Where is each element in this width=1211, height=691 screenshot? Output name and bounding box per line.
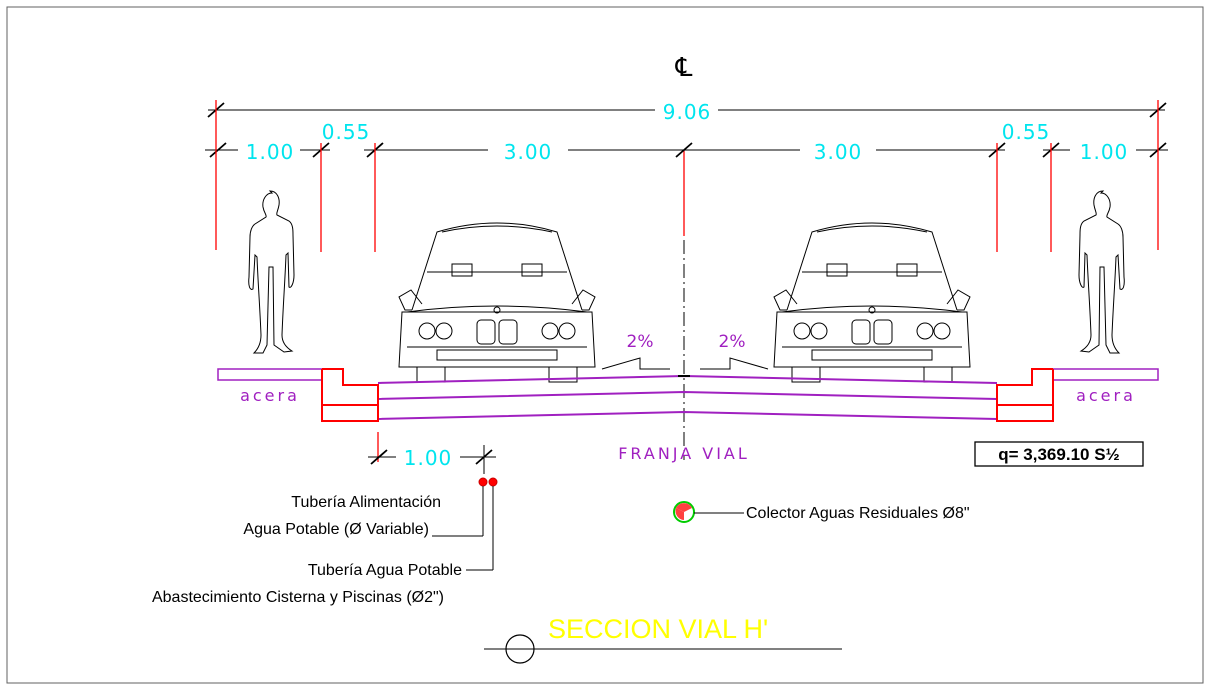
dim-left-lane: 3.00 bbox=[504, 140, 553, 164]
extension-lines bbox=[215, 100, 1159, 252]
overall-dimension bbox=[207, 102, 1167, 118]
person-icon bbox=[1078, 190, 1125, 354]
slope-right-label: 2% bbox=[719, 332, 746, 352]
person-icon bbox=[248, 190, 295, 354]
sidewalk-left bbox=[217, 368, 323, 381]
pipe1-note-line1: Tubería Alimentación bbox=[291, 494, 441, 511]
curb-left bbox=[321, 368, 379, 422]
dim-left-sidewalk: 1.00 bbox=[246, 140, 295, 164]
pipe1-note-line2: Agua Potable (Ø Variable) bbox=[243, 521, 429, 538]
slope-left-label: 2% bbox=[627, 332, 654, 352]
dimension-chain bbox=[205, 142, 1168, 158]
dim-left-curb: 0.55 bbox=[322, 120, 371, 144]
pavement-layers bbox=[377, 374, 998, 420]
curb-right bbox=[996, 368, 1054, 422]
section-title-block: SECCION VIAL H' bbox=[484, 614, 842, 664]
dim-right-lane: 3.00 bbox=[814, 140, 863, 164]
drawing-frame bbox=[6, 6, 1204, 684]
dim-right-sidewalk: 1.00 bbox=[1080, 140, 1129, 164]
sidewalk-right bbox=[1052, 368, 1159, 381]
sidewalk-right-label: acera bbox=[1076, 386, 1136, 405]
pipe-offset-dimension bbox=[368, 432, 496, 474]
pipe-offset-label: 1.00 bbox=[404, 446, 453, 470]
flow-formula: q= 3,369.10 S½ bbox=[998, 445, 1119, 464]
slope-arrows bbox=[601, 357, 769, 370]
car-icon bbox=[398, 222, 596, 383]
collector-note: Colector Aguas Residuales Ø8" bbox=[746, 505, 970, 522]
collector-pipe-icon bbox=[673, 501, 744, 523]
car-icon bbox=[773, 222, 971, 383]
flow-box bbox=[974, 441, 1144, 467]
dim-right-curb: 0.55 bbox=[1002, 120, 1051, 144]
overall-width-label: 9.06 bbox=[663, 100, 712, 124]
pipe2-note-line2: Abastecimiento Cisterna y Piscinas (Ø2") bbox=[152, 589, 444, 606]
section-title: SECCION VIAL H' bbox=[548, 614, 768, 644]
pipe-icon bbox=[432, 477, 498, 571]
pipe2-note-line1: Tubería Agua Potable bbox=[308, 562, 462, 579]
franja-vial-label: FRANJA VIAL bbox=[618, 444, 750, 463]
centerline-icon: ℄ bbox=[675, 53, 693, 83]
sidewalk-left-label: acera bbox=[240, 386, 300, 405]
centerline: ℄ bbox=[675, 53, 693, 460]
